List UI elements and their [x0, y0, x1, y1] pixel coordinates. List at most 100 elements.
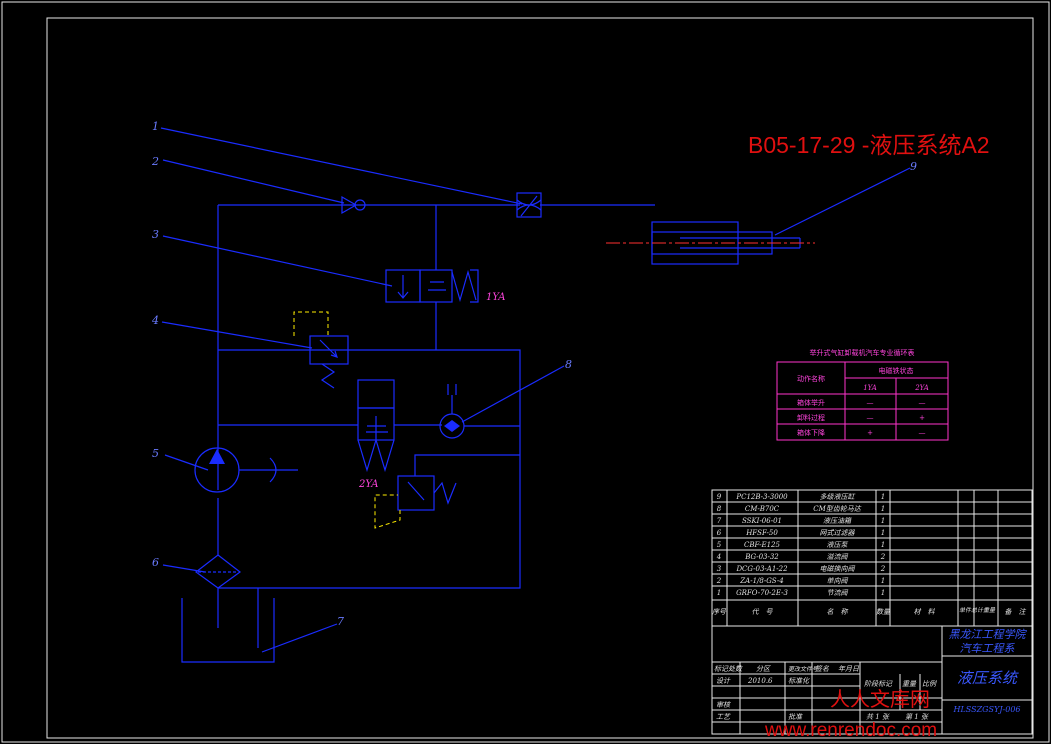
solenoid-label-2ya: 2YA — [358, 479, 378, 490]
part-name: 溢流阀 — [827, 553, 849, 561]
callout-5: 5 — [152, 447, 159, 460]
hdr-no: 序号 — [712, 608, 727, 616]
filter — [194, 554, 242, 589]
hdr-weight: 单件总计重量 — [959, 606, 996, 614]
part-name: 节流阀 — [827, 589, 849, 597]
part-no: 3 — [717, 565, 722, 573]
callout-2: 2 — [151, 155, 159, 168]
tb-design: 设计 — [716, 677, 731, 685]
tb-sign: 签名 — [815, 665, 830, 673]
row-b: — — [919, 429, 926, 437]
callout-9: 9 — [910, 160, 917, 173]
part-name: 多级液压缸 — [820, 493, 856, 501]
part-name: 单向阀 — [827, 577, 849, 585]
part-no: 7 — [717, 517, 722, 525]
part-qty: 2 — [880, 553, 886, 561]
part-qty: 1 — [881, 505, 885, 513]
solenoid-valve-2 — [357, 379, 395, 409]
parts-list: 9 PC12B-3-3000 多级液压缸 1 8 CM-B70C CM型齿轮马达 1 7 SSKI… — [711, 489, 1033, 627]
col-2ya: 2YA — [914, 384, 929, 392]
drawing-title: B05-17-29 -液压系统A2 — [748, 132, 990, 158]
oil-tank — [181, 598, 275, 663]
part-code: GRFO-70-2E-3 — [736, 589, 788, 597]
part-qty: 1 — [881, 589, 885, 597]
part-qty: 1 — [881, 517, 885, 525]
part-no: 5 — [717, 541, 722, 549]
title-block: 标记处数 分区 更改文件号 签名 年月日 设计 2010.6 标准化 阶段标记 … — [711, 625, 1033, 735]
tb-std: 标准化 — [788, 677, 810, 685]
tb-sheet: 第 1 张 — [905, 713, 929, 721]
watermark-url: www.renrendoc.com — [764, 720, 937, 741]
part-code: ZA-1/8-GS-4 — [739, 577, 783, 585]
throttle-valve — [516, 192, 542, 218]
callout-1: 1 — [152, 120, 159, 133]
tb-sheets: 共 1 张 — [866, 713, 890, 721]
hdr-qty: 数量 — [876, 608, 891, 616]
tb-school: 黑龙江工程学院 — [949, 628, 1028, 641]
part-no: 2 — [716, 577, 722, 585]
hdr-material: 材 料 — [914, 608, 936, 616]
watermark-cn: 人人文库网 — [830, 688, 930, 711]
part-name: 液压泵 — [827, 541, 849, 549]
check-valve — [341, 195, 358, 215]
tb-design-date: 2010.6 — [747, 677, 773, 685]
part-no: 4 — [716, 553, 721, 561]
callout-6: 6 — [152, 556, 159, 569]
part-no: 1 — [717, 589, 721, 597]
callout-8: 8 — [565, 358, 572, 371]
col-1ya: 1YA — [863, 384, 877, 392]
col-state: 电磁铁状态 — [879, 366, 914, 375]
part-code: HFSF-50 — [745, 529, 778, 537]
hdr-code: 代 号 — [752, 608, 774, 616]
callout-3: 3 — [152, 228, 159, 241]
part-no: 6 — [717, 529, 722, 537]
part-code: SSKI-06-01 — [742, 517, 782, 525]
tb-craft: 工艺 — [716, 713, 731, 721]
part-qty: 1 — [881, 541, 885, 549]
row-a: — — [867, 414, 874, 422]
part-code: CM-B70C — [745, 505, 780, 513]
tb-stage: 阶段标记 — [864, 680, 893, 688]
part-name: 电磁换向阀 — [820, 565, 856, 573]
part-code: CBF-E125 — [744, 541, 780, 549]
tb-zone: 分区 — [756, 665, 771, 673]
relief-valve-bottom — [397, 475, 435, 511]
row-b: — — [919, 399, 926, 407]
tb-drawing-name: 液压系统 — [957, 669, 1019, 687]
tb-dept: 汽车工程系 — [960, 642, 1016, 655]
tb-approve: 批准 — [788, 713, 803, 721]
hdr-note: 备 注 — [1005, 608, 1027, 616]
part-code: DCG-03-A1-22 — [735, 565, 788, 573]
col-action: 动作名称 — [797, 374, 825, 383]
part-qty: 1 — [881, 529, 885, 537]
tb-mark: 标记处数 — [714, 665, 743, 673]
part-name: CM型齿轮马达 — [813, 505, 862, 513]
callout-7: 7 — [337, 615, 344, 628]
row-name: 卸料过程 — [797, 413, 825, 422]
relief-valve-top — [309, 335, 349, 365]
tb-ratio: 比例 — [922, 680, 937, 688]
part-qty: 1 — [881, 493, 885, 501]
row-name: 箱体举升 — [797, 398, 825, 407]
tb-check: 审核 — [716, 701, 731, 709]
row-a: — — [867, 399, 874, 407]
row-a: + — [867, 429, 873, 437]
part-no: 8 — [717, 505, 722, 513]
solenoid-label-1ya: 1YA — [486, 292, 505, 303]
hdr-name: 名 称 — [827, 608, 849, 616]
part-qty: 1 — [881, 577, 885, 585]
part-name: 液压油箱 — [823, 517, 852, 525]
callout-4: 4 — [151, 314, 159, 327]
part-code: BG-03-32 — [744, 553, 779, 561]
row-b: + — [919, 414, 925, 422]
tb-file: 更改文件号 — [788, 665, 819, 673]
tb-weight: 重量 — [902, 680, 917, 688]
action-table: 举升式气缸卸载机汽车专业循环表 动作名称 电磁铁状态 1YA 2YA 箱体举升 … — [776, 348, 949, 441]
action-table-title: 举升式气缸卸载机汽车专业循环表 — [810, 348, 915, 357]
part-qty: 2 — [880, 565, 886, 573]
tb-code: HLSSZGSYJ-006 — [953, 705, 1021, 714]
part-no: 9 — [717, 493, 722, 501]
part-code: PC12B-3-3000 — [735, 493, 788, 501]
